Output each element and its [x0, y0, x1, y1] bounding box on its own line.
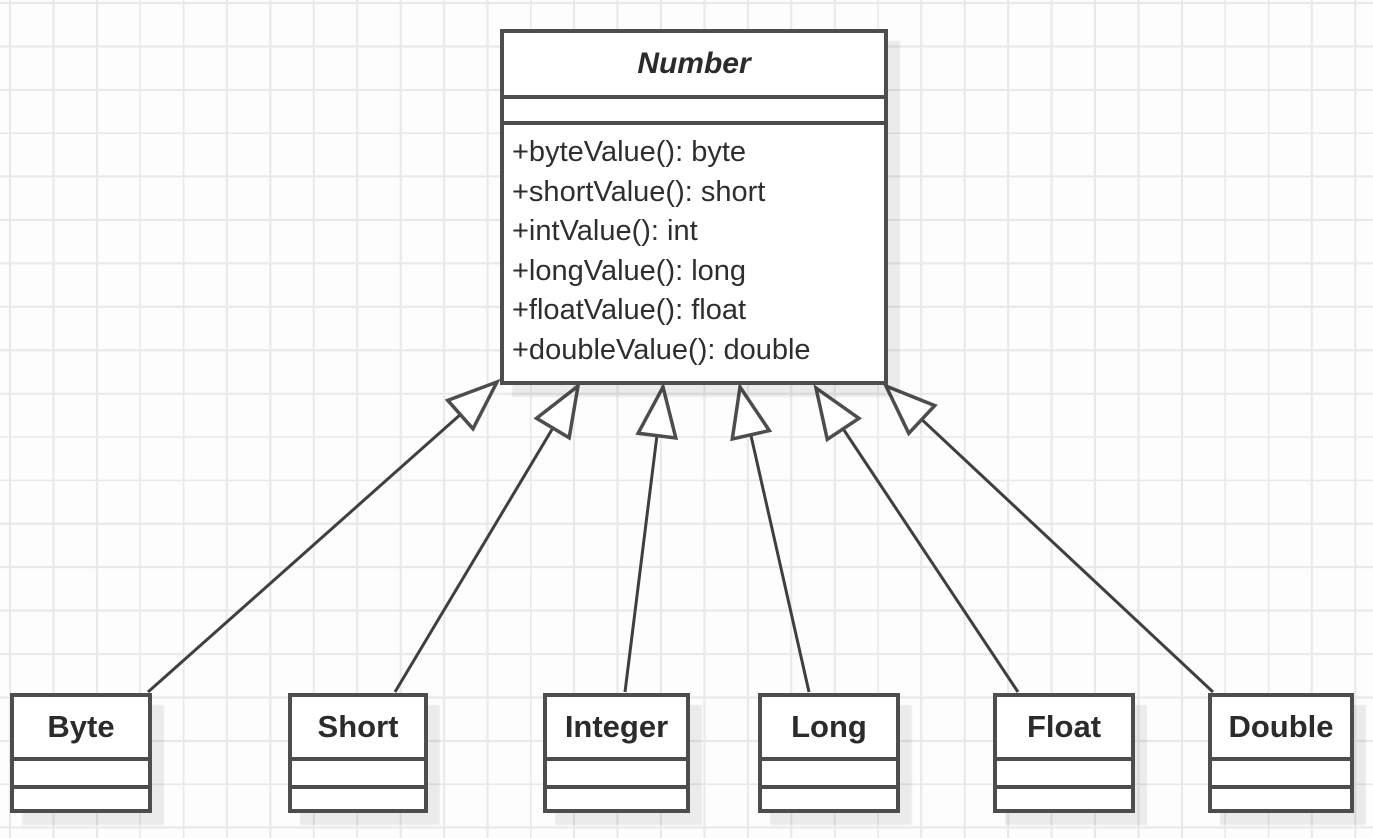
class-box-byte[interactable]: Byte — [10, 693, 152, 813]
methods-section: +byteValue(): byte +shortValue(): short … — [504, 125, 884, 381]
attributes-section — [14, 761, 148, 789]
inheritance-arrow-short-to-number[interactable] — [393, 381, 581, 693]
class-title: Number — [504, 33, 884, 99]
method-row: +byteValue(): byte — [512, 136, 747, 168]
class-box-integer[interactable]: Integer — [543, 693, 690, 813]
class-title: Short — [292, 697, 424, 761]
class-title: Double — [1212, 697, 1350, 761]
inheritance-arrow-long-to-number[interactable] — [730, 382, 811, 693]
method-row: +doubleValue(): double — [512, 333, 811, 366]
methods-section — [547, 789, 686, 809]
methods-section — [14, 789, 148, 809]
inheritance-arrow-double-to-number[interactable] — [882, 382, 1215, 694]
class-box-short[interactable]: Short — [288, 693, 428, 813]
methods-section — [762, 789, 896, 809]
attributes-section — [762, 761, 896, 789]
method-row: +longValue(): long — [512, 254, 747, 287]
attributes-section — [504, 99, 884, 125]
attributes-section — [1212, 761, 1350, 789]
methods-section — [997, 789, 1131, 809]
inheritance-arrow-float-to-number[interactable] — [813, 383, 1020, 693]
class-box-long[interactable]: Long — [758, 693, 900, 813]
inheritance-arrow-integer-to-number[interactable] — [623, 382, 679, 693]
attributes-section — [547, 761, 686, 789]
attributes-section — [997, 761, 1131, 789]
method-row: +intValue(): int — [512, 215, 698, 247]
class-box-float[interactable]: Float — [993, 693, 1135, 813]
methods-section — [1212, 789, 1350, 809]
class-box-double[interactable]: Double — [1208, 693, 1354, 813]
class-title: Long — [762, 697, 896, 761]
class-box-number[interactable]: Number +byteValue(): byte +shortValue():… — [500, 29, 888, 385]
class-title: Byte — [14, 697, 148, 761]
method-row: +shortValue(): short — [512, 175, 766, 208]
inheritance-arrow-byte-to-number[interactable] — [147, 378, 501, 694]
attributes-section — [292, 761, 424, 789]
methods-section — [292, 789, 424, 809]
class-title: Float — [997, 697, 1131, 761]
method-row: +floatValue(): float — [512, 294, 747, 326]
class-title: Integer — [547, 697, 686, 761]
